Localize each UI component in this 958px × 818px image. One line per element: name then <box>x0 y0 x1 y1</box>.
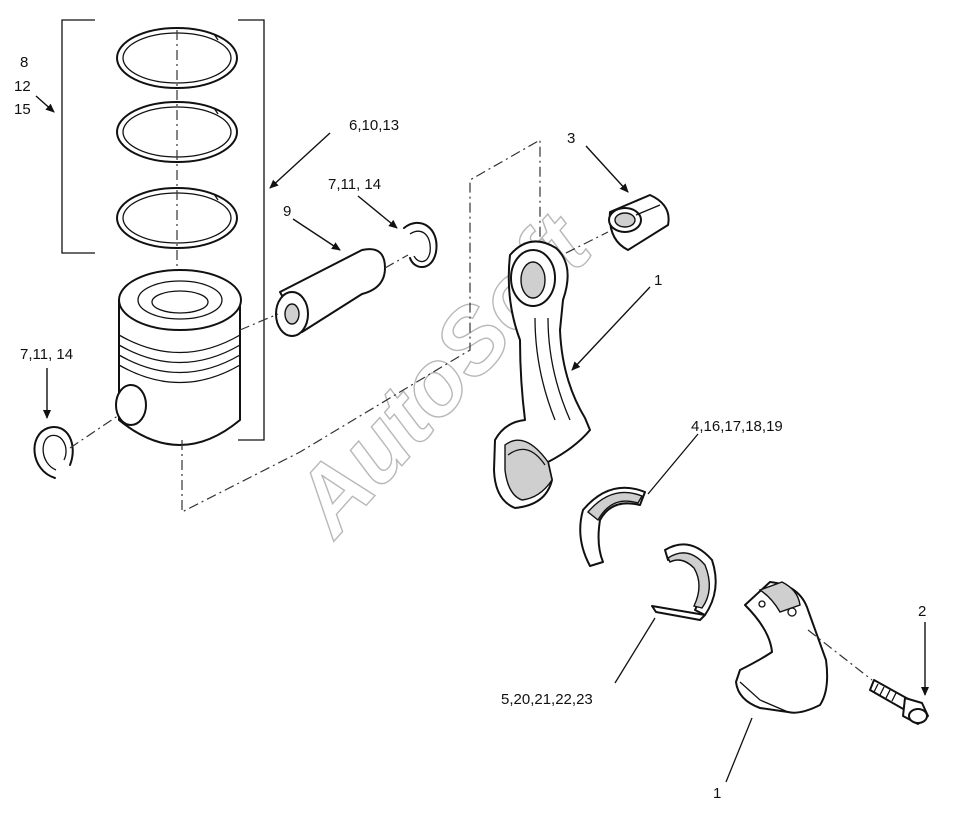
label-lower-bearing: 5,20,21,22,23 <box>501 691 593 708</box>
small-end-bushing <box>608 194 670 251</box>
label-piston-ring-set: 6,10,13 <box>349 117 399 134</box>
upper-bearing-shell <box>579 486 646 567</box>
circlip-right <box>403 222 438 268</box>
label-connecting-rod: 1 <box>654 272 662 289</box>
circlip-left <box>33 426 74 479</box>
label-rings-c: 15 <box>14 101 31 118</box>
rod-bolt <box>869 679 929 725</box>
label-rings-b: 12 <box>14 78 31 95</box>
label-piston-pin: 9 <box>283 203 291 220</box>
piston-pin <box>275 248 386 337</box>
label-circlip-lower: 7,11, 14 <box>20 346 73 363</box>
lower-bearing-shell <box>651 543 717 621</box>
arrow-rod <box>571 286 651 371</box>
arrow-circlip-upper <box>357 195 398 229</box>
label-upper-bearing: 4,16,17,18,19 <box>691 418 783 435</box>
piston <box>115 269 242 446</box>
arrow-pin <box>292 218 341 251</box>
label-bolt: 2 <box>918 603 926 620</box>
connecting-rod <box>493 240 591 509</box>
leader-upper-bearing <box>647 433 699 495</box>
arrow-bushing <box>585 145 629 193</box>
rod-cap <box>735 581 829 714</box>
arrow-rings <box>35 95 55 113</box>
arrow-ring-set <box>269 132 331 189</box>
label-circlip-upper: 7,11, 14 <box>328 176 381 193</box>
leader-rod-cap <box>725 717 753 783</box>
leader-lower-bearing <box>614 617 656 684</box>
ring-group-bracket <box>61 19 265 441</box>
label-rings-a: 8 <box>20 54 28 71</box>
label-rod-cap: 1 <box>713 785 721 802</box>
label-small-end-bushing: 3 <box>567 130 575 147</box>
